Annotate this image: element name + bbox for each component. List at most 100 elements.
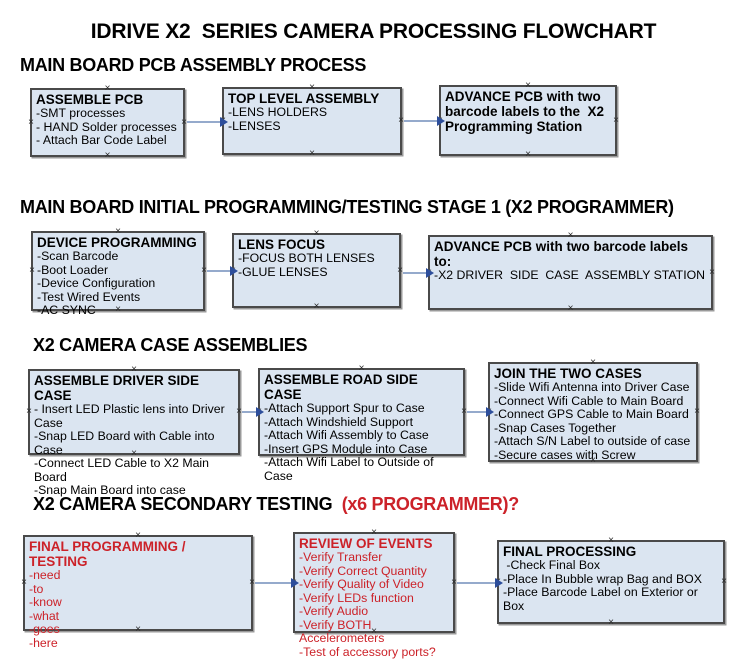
box-item: -here xyxy=(29,635,58,650)
box-item: -GLUE LENSES xyxy=(238,264,328,279)
box-title: TOP LEVEL ASSEMBLY xyxy=(228,91,380,106)
arrowhead-icon xyxy=(291,578,299,588)
box-title: ASSEMBLE ROAD SIDE CASE xyxy=(264,372,422,403)
arrowhead-icon xyxy=(256,407,264,417)
arrowhead-icon xyxy=(437,116,445,126)
flow-box-assemble-road-side-case: ASSEMBLE ROAD SIDE CASE -Attach Support … xyxy=(256,364,467,483)
box-title: LENS FOCUS xyxy=(238,237,326,252)
box-item: -Attach Wifi Label to Outside of Case xyxy=(264,455,437,483)
box-items: -Verify Transfer-Verify Correct Quantity… xyxy=(299,551,449,659)
box-item: -Test of accessory ports? xyxy=(299,644,436,659)
flow-arrow xyxy=(187,117,228,127)
connection-handle-icon: × xyxy=(709,266,715,278)
flow-arrow xyxy=(207,266,238,276)
connection-handle-icon: × xyxy=(313,301,320,312)
flow-box-join-two-cases: JOIN THE TWO CASES -Slide Wifi Antenna i… xyxy=(486,358,700,466)
flow-box-assemble-driver-side-case: ASSEMBLE DRIVER SIDE CASE - Insert LED P… xyxy=(26,365,242,497)
box-item: -LENSES xyxy=(228,118,281,133)
box-items: -LENS HOLDERS-LENSES xyxy=(228,106,396,133)
box-item: -Snap Cases Together xyxy=(494,420,617,435)
box-item: -Insert GPS Module into Case xyxy=(264,441,428,456)
arrowhead-icon xyxy=(486,407,494,417)
flow-box-advance-pcb-programming-station: ADVANCE PCB with two barcode labels to t… xyxy=(437,81,619,160)
box-item: -Verify Transfer xyxy=(299,550,383,565)
box-title: ASSEMBLE DRIVER SIDE CASE xyxy=(34,373,203,404)
flow-box-advance-pcb-driver-side: ADVANCE PCB with two barcode labels to: … xyxy=(426,231,715,314)
connection-handle-icon: × xyxy=(567,303,574,314)
box-item: -Secure cases with Screw xyxy=(494,447,636,462)
flow-box-device-programming: DEVICE PROGRAMMING -Scan Barcode-Boot Lo… xyxy=(29,227,207,317)
flow-box-lens-focus: LENS FOCUS -FOCUS BOTH LENSES-GLUE LENSE… xyxy=(230,229,403,312)
box-items: -Attach Support Spur to Case-Attach Wind… xyxy=(264,402,459,483)
flow-arrow xyxy=(255,578,299,588)
flow-arrow xyxy=(467,407,494,417)
box-item: -Attach Support Spur to Case xyxy=(264,401,425,416)
arrowhead-icon xyxy=(426,268,434,278)
box-items: -Check Final Box-Place In Bubble wrap Ba… xyxy=(503,559,719,613)
box-items: -X2 DRIVER SIDE CASE ASSEMBLY STATION xyxy=(434,269,707,283)
flow-arrow xyxy=(242,407,264,417)
section-heading-initial-programming: MAIN BOARD INITIAL PROGRAMMING/TESTING S… xyxy=(20,197,674,217)
box-item: -Snap LED Board with Cable into Case xyxy=(34,429,218,457)
box-item: -Verify BOTH Accelerometers xyxy=(299,617,385,646)
box-title: ASSEMBLE PCB xyxy=(36,92,144,107)
box-items: -Scan Barcode-Boot Loader-Device Configu… xyxy=(37,250,199,318)
section-heading-case-assemblies: X2 CAMERA CASE ASSEMBLIES xyxy=(33,335,308,355)
box-item: -Verify Correct Quantity xyxy=(299,563,427,578)
box-item: -LENS HOLDERS xyxy=(228,105,328,120)
section-heading-secondary-testing-highlight: (x6 PROGRAMMER)? xyxy=(341,494,520,514)
box-title: JOIN THE TWO CASES xyxy=(494,366,642,381)
box-item: - HAND Solder processes xyxy=(36,119,177,134)
box-item: -goes xyxy=(29,622,60,637)
connection-handle-icon: × xyxy=(694,406,700,417)
box-item: -Attach Wifi Assembly to Case xyxy=(264,428,429,443)
flow-arrow xyxy=(457,578,503,588)
connection-handle-icon: × xyxy=(28,116,34,128)
box-item: -AC SYNC xyxy=(37,303,96,318)
box-item: -what xyxy=(29,608,60,623)
box-items: -FOCUS BOTH LENSES-GLUE LENSES xyxy=(238,252,395,279)
box-title: ADVANCE PCB with two barcode labels to t… xyxy=(445,89,608,135)
flow-box-top-level-assembly: TOP LEVEL ASSEMBLY -LENS HOLDERS-LENSES … xyxy=(220,83,404,159)
flow-arrow xyxy=(403,268,434,278)
box-item: -Verify LEDs function xyxy=(299,590,414,605)
connection-handle-icon: × xyxy=(721,576,727,587)
section-heading-secondary-testing: X2 CAMERA SECONDARY TESTING (x6 PROGRAMM… xyxy=(33,494,519,515)
connection-handle-icon: × xyxy=(104,150,111,161)
box-item: -Boot Loader xyxy=(37,262,109,277)
box-item: -Check Final Box xyxy=(503,558,601,573)
box-item: -Place Barcode Label on Exterior or Box xyxy=(503,585,702,613)
box-items: -SMT processes- HAND Solder processes- A… xyxy=(36,107,179,148)
arrowhead-icon xyxy=(220,117,228,127)
flow-box-review-of-events: REVIEW OF EVENTS -Verify Transfer-Verify… xyxy=(291,528,457,659)
box-item: -FOCUS BOTH LENSES xyxy=(238,251,375,266)
box-title: DEVICE PROGRAMMING xyxy=(37,235,197,250)
box-item: -know xyxy=(29,595,62,610)
box-item: -Connect GPS Cable to Main Board xyxy=(494,407,689,422)
box-item: -Test Wired Events xyxy=(37,289,141,304)
box-item: -need xyxy=(29,568,61,583)
flow-box-assemble-pcb: ASSEMBLE PCB -SMT processes- HAND Solder… xyxy=(28,84,187,161)
box-item: -Verify Quality of Video xyxy=(299,577,424,592)
flow-box-final-processing: FINAL PROCESSING -Check Final Box-Place … xyxy=(495,536,727,628)
box-item: -Connect LED Cable to X2 Main Board xyxy=(34,456,213,484)
box-item: -Slide Wifi Antenna into Driver Case xyxy=(494,380,690,395)
box-item: -Attach Windshield Support xyxy=(264,414,414,429)
box-item: - Insert LED Plastic lens into Driver Ca… xyxy=(34,402,229,430)
box-item: -Snap Main Board into case xyxy=(34,483,186,498)
connection-handle-icon: × xyxy=(613,114,619,126)
box-item: -Attach S/N Label to outside of case xyxy=(494,434,691,449)
box-item: -to xyxy=(29,581,44,596)
connection-handle-icon: × xyxy=(397,264,403,276)
section-heading-secondary-testing-text: X2 CAMERA SECONDARY TESTING xyxy=(33,494,342,514)
box-item: -Place In Bubble wrap Bag and BOX xyxy=(503,571,702,586)
connection-handle-icon: × xyxy=(309,148,315,159)
box-items: -need-to-know-what-goes-here xyxy=(29,569,247,650)
connection-handle-icon: × xyxy=(608,617,614,628)
box-item: - Attach Bar Code Label xyxy=(36,133,167,148)
box-title: FINAL PROGRAMMING / TESTING xyxy=(29,539,190,570)
flow-arrow xyxy=(404,116,445,126)
box-title: REVIEW OF EVENTS xyxy=(299,536,433,551)
box-item: -Verify Audio xyxy=(299,604,369,619)
